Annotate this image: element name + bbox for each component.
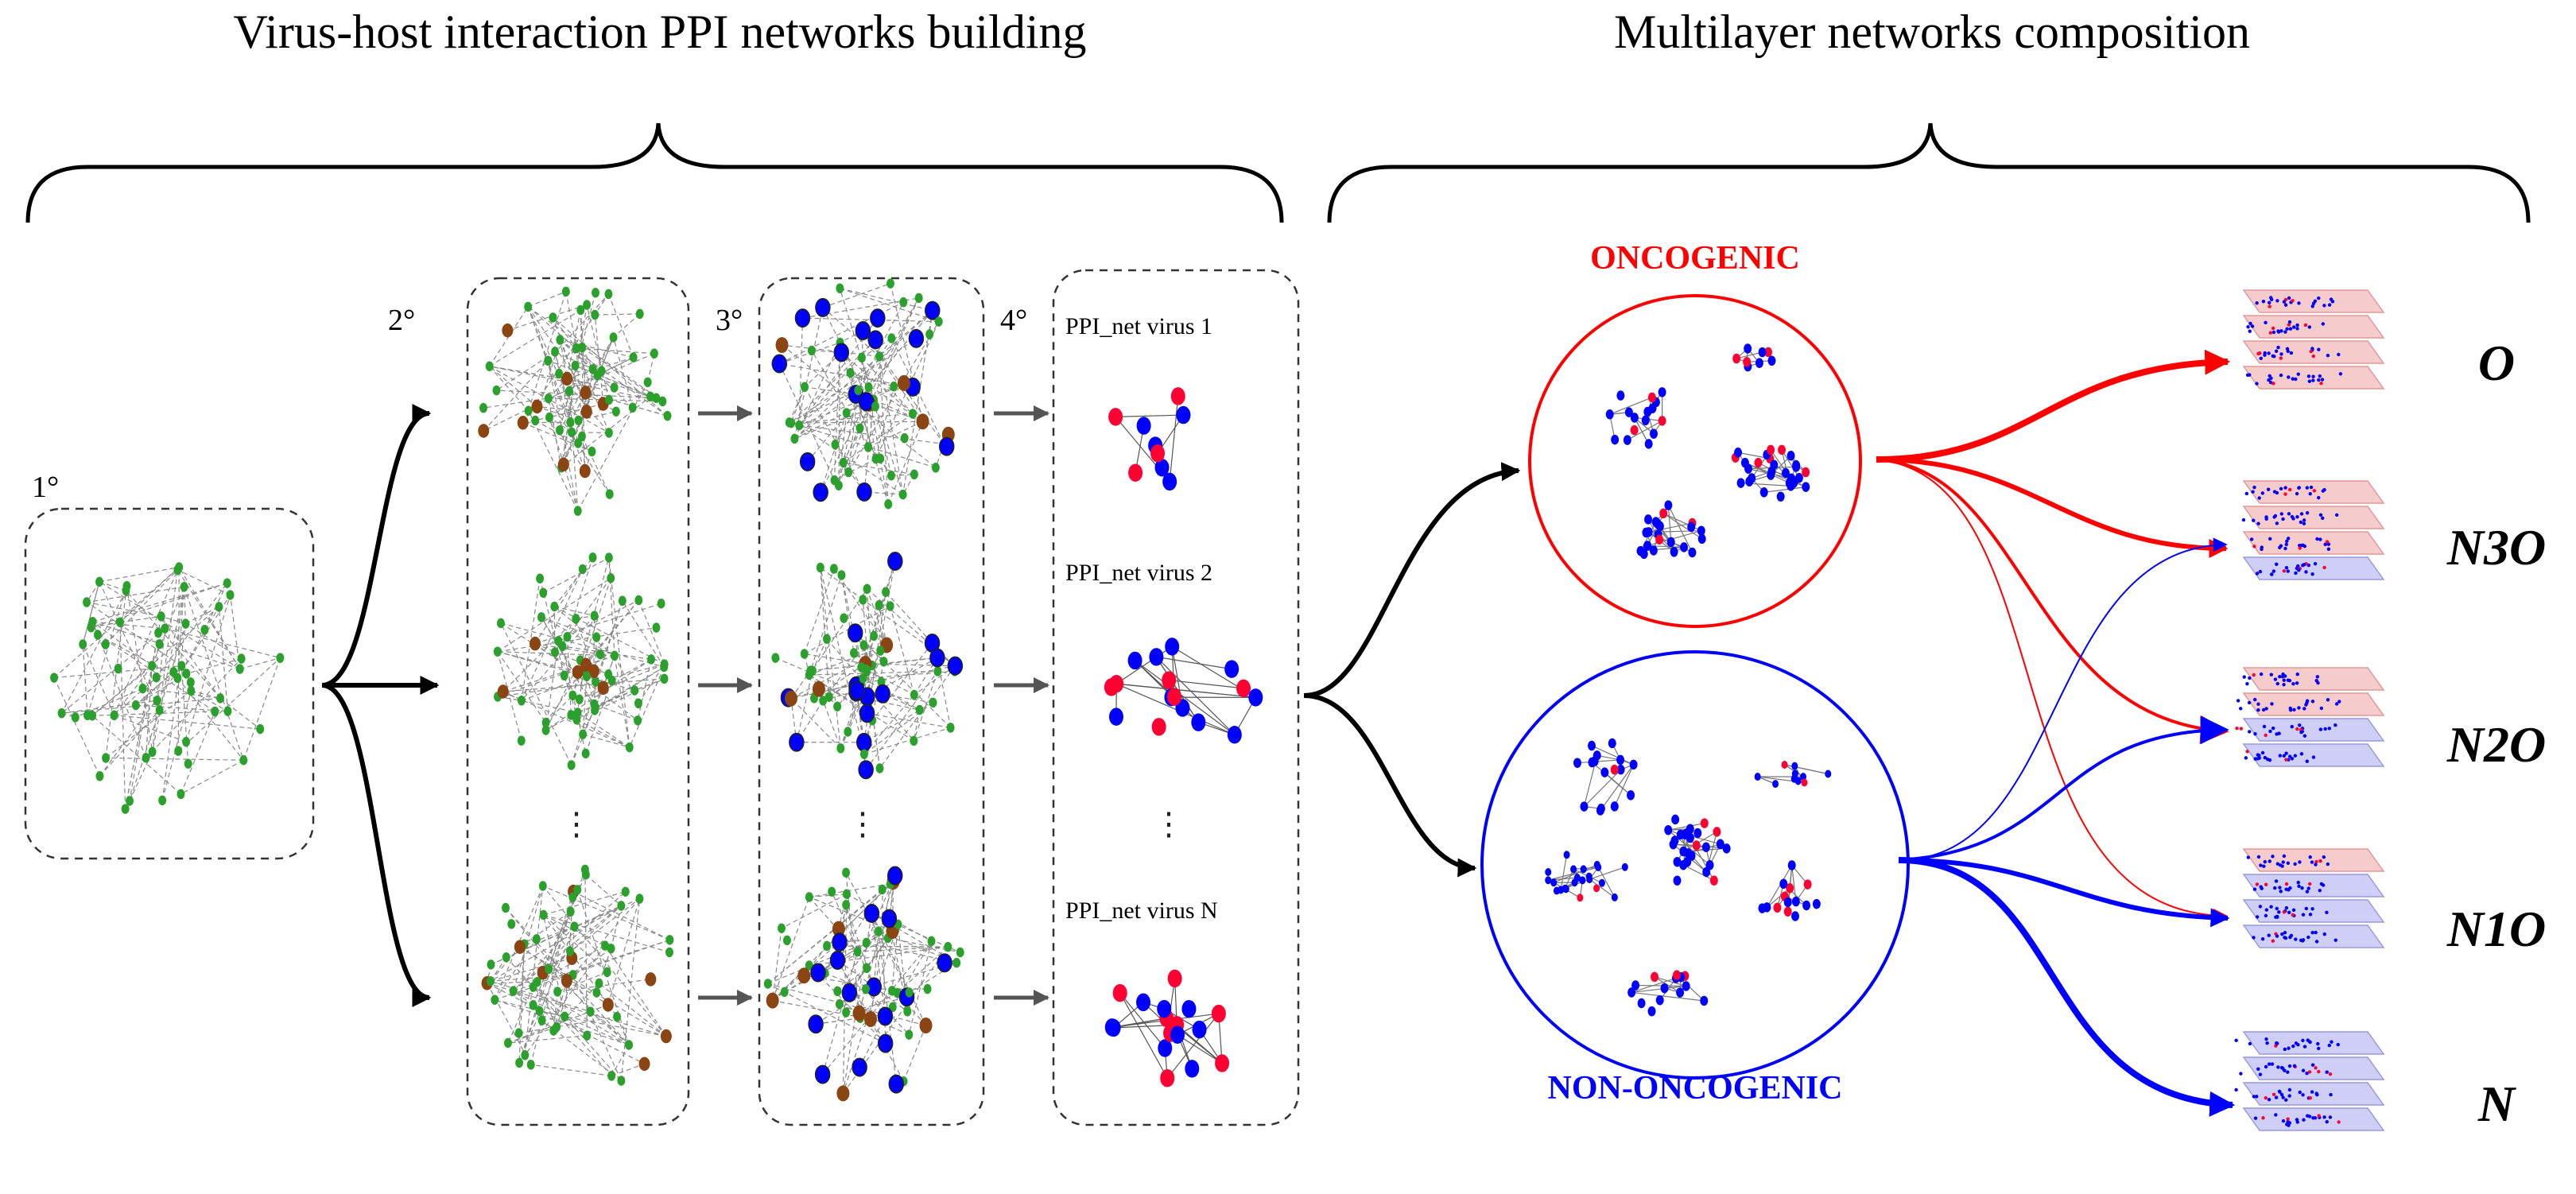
network-nodes xyxy=(1573,738,1638,816)
arrow-to-non-oncogenic xyxy=(1303,693,1477,878)
oncogenic-title: ONCOGENIC xyxy=(1590,240,1800,277)
step-label-3: 3° xyxy=(716,304,743,337)
network-nodes xyxy=(1732,343,1776,372)
network-nodes xyxy=(50,562,285,814)
layer-plane xyxy=(2242,692,2385,716)
arrow-blue-to-N3O xyxy=(1898,537,2228,861)
arrow-blue-to-N1O xyxy=(1898,858,2230,928)
network-step3-row2 xyxy=(771,551,964,780)
box-step-2 xyxy=(466,277,690,1126)
network-nodes xyxy=(771,551,964,780)
oncogenic-circle xyxy=(1528,294,1862,628)
ellipsis-col-3: ⋮ xyxy=(847,806,879,842)
arrow-blue-to-N2O xyxy=(1898,715,2229,862)
ppi-net-label-n: PPI_net virus N xyxy=(1065,897,1218,924)
network-nodes xyxy=(1758,860,1821,921)
arrow-blue-to-N xyxy=(1898,857,2236,1117)
network-nodes xyxy=(1664,814,1731,886)
ppi-net-virus-n xyxy=(1104,969,1230,1087)
network-nodes xyxy=(1636,500,1706,560)
network-nodes xyxy=(1754,760,1832,789)
layer-plane xyxy=(2242,556,2385,580)
step-label-4: 4° xyxy=(1000,304,1027,337)
ellipsis-col-2: ⋮ xyxy=(561,806,592,842)
network-nodes xyxy=(1731,444,1810,502)
brace-left xyxy=(25,122,1284,223)
non-oncogenic-title: NON-ONCOGENIC xyxy=(1547,1070,1842,1107)
layer-plane xyxy=(2242,667,2385,691)
layer-stack-N1O xyxy=(2242,848,2385,948)
network-nodes xyxy=(481,864,674,1086)
network-nodes xyxy=(1545,851,1628,902)
brace-right xyxy=(1327,122,2531,223)
box-step-3 xyxy=(758,277,985,1126)
non-oncogenic-networks xyxy=(1545,738,1832,1017)
multilayer-stacks xyxy=(2234,289,2385,1131)
network-step2-row1 xyxy=(478,286,672,516)
network-nodes xyxy=(478,286,672,516)
header-ppi-building: Virus-host interaction PPI networks buil… xyxy=(234,6,1087,58)
arrow-red-to-O xyxy=(1876,349,2231,463)
ppi-net-label-2: PPI_net virus 2 xyxy=(1065,560,1212,586)
network-edges xyxy=(483,291,668,511)
network-nodes xyxy=(493,552,669,770)
layer-plane xyxy=(2242,1082,2385,1106)
layer-plane xyxy=(2242,899,2385,923)
network-step2-row3 xyxy=(481,864,674,1086)
network-nodes xyxy=(1627,970,1709,1017)
network-step3-row1 xyxy=(771,278,955,510)
network-nodes xyxy=(763,866,964,1102)
layer-stack-O xyxy=(2242,289,2385,390)
arrow-red-to-N3O xyxy=(1876,457,2229,558)
host-ppi-network xyxy=(50,562,285,814)
network-nodes xyxy=(1104,969,1230,1087)
network-edges xyxy=(1115,396,1184,483)
layer-plane xyxy=(2242,531,2385,555)
layer-plane xyxy=(2242,925,2385,948)
layer-plane xyxy=(2242,718,2385,742)
network-nodes xyxy=(1108,387,1191,491)
layer-label-O: O xyxy=(2478,335,2515,391)
ellipsis-col-4: ⋮ xyxy=(1153,806,1185,842)
gray-arrows xyxy=(698,405,1049,1006)
layer-label-N3O: N3O xyxy=(2446,519,2546,576)
step-label-2: 2° xyxy=(388,304,415,337)
layer-label-N: N xyxy=(2477,1076,2517,1132)
layer-label-N2O: N2O xyxy=(2446,716,2546,773)
network-step2-row2 xyxy=(493,552,669,770)
non-oncogenic-circle xyxy=(1480,650,1910,1080)
network-nodes xyxy=(1104,638,1263,744)
layer-plane xyxy=(2242,743,2385,767)
network-step3-row3 xyxy=(763,866,964,1102)
layer-arrows xyxy=(1876,349,2236,1117)
box-step-4 xyxy=(1052,269,1300,1126)
layer-plane xyxy=(2242,1031,2385,1055)
arrow-branch-bottom xyxy=(321,683,432,1007)
network-edges xyxy=(1577,742,1635,811)
network-nodes xyxy=(1605,387,1666,449)
layer-plane xyxy=(2242,1056,2385,1080)
arrow-to-oncogenic xyxy=(1303,462,1521,698)
arrow-red-to-N2O xyxy=(1876,458,2229,744)
layer-plane xyxy=(2242,315,2385,339)
layer-stack-N3O xyxy=(2241,480,2385,580)
box-step-1 xyxy=(24,507,315,860)
step-label-1: 1° xyxy=(32,471,59,504)
oncogenic-networks xyxy=(1605,343,1810,560)
arrow-red-to-N1O xyxy=(1876,459,2228,923)
ppi-net-virus-1 xyxy=(1108,387,1191,491)
ppi-net-label-1: PPI_net virus 1 xyxy=(1065,313,1212,339)
layer-stack-N xyxy=(2234,1031,2385,1131)
layer-label-N1O: N1O xyxy=(2446,901,2546,957)
header-multilayer: Multilayer networks composition xyxy=(1614,6,2250,58)
arrow-branch-top xyxy=(321,404,432,688)
layer-stack-N2O xyxy=(2235,667,2385,767)
network-nodes xyxy=(771,278,955,510)
ppi-net-virus-2 xyxy=(1104,638,1263,744)
